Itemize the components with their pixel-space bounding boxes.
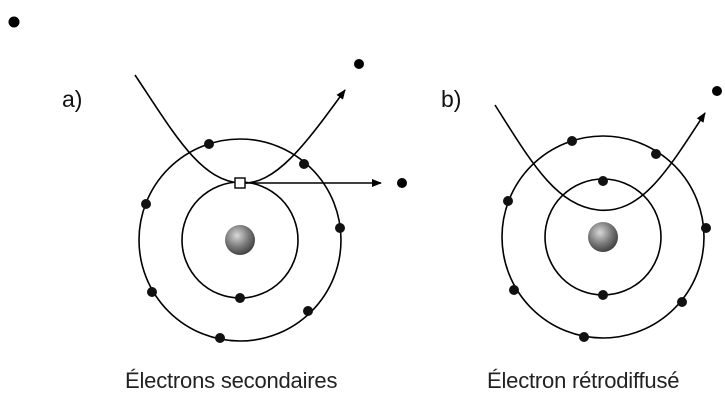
caption-secondary-electrons: Électrons secondaires [125, 368, 338, 393]
panel-b-atom [494, 86, 722, 342]
electron [651, 149, 661, 159]
electron [701, 223, 711, 233]
electron [567, 136, 577, 146]
panel-label-b: b) [441, 86, 462, 112]
electron [204, 139, 214, 149]
electron [299, 159, 309, 169]
scattered-electron [354, 59, 364, 69]
electron [677, 297, 687, 307]
outer-shell-a [138, 138, 342, 342]
backscattered-electron-path [494, 104, 706, 211]
electron [598, 290, 608, 300]
electron [509, 285, 519, 295]
scattered-electron [712, 86, 722, 96]
incident-electron-path-a [134, 74, 346, 184]
electron [235, 293, 245, 303]
electron [215, 333, 225, 343]
panel-a-atom [134, 59, 407, 343]
outer-shell-b [501, 135, 705, 339]
panel-label-a: a) [62, 86, 83, 112]
electron [503, 196, 513, 206]
electron [147, 287, 157, 297]
nucleus-b [588, 222, 618, 252]
electron [598, 176, 608, 186]
electron [303, 306, 313, 316]
electron [579, 332, 589, 342]
electron [141, 199, 151, 209]
caption-backscattered-electron: Électron rétrodiffusé [487, 368, 680, 393]
nucleus-a [225, 225, 255, 255]
collision-site-marker [234, 177, 246, 189]
electron [335, 223, 345, 233]
bullet-icon [8, 16, 20, 28]
secondary-electron [397, 178, 407, 188]
